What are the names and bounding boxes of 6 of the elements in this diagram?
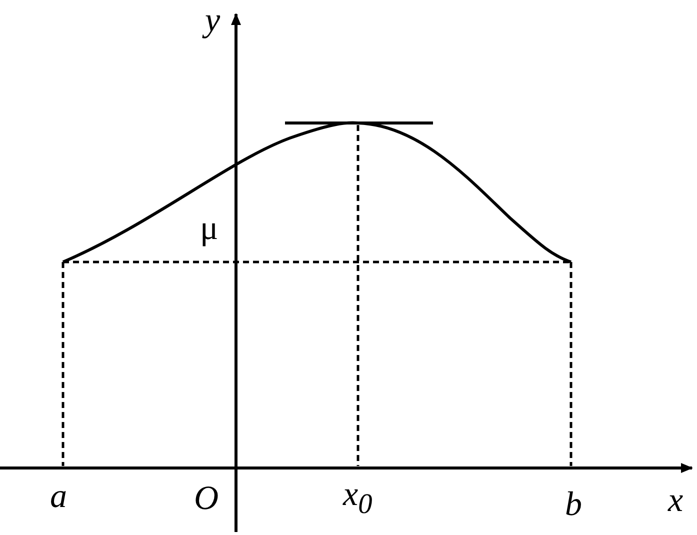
point-label: b	[565, 488, 582, 522]
point-label: x$_{0}$	[343, 478, 372, 520]
axis-label: x	[668, 484, 684, 518]
point-label: a	[50, 480, 67, 514]
point-label: μ	[200, 212, 218, 246]
origin-label: O	[194, 482, 219, 516]
